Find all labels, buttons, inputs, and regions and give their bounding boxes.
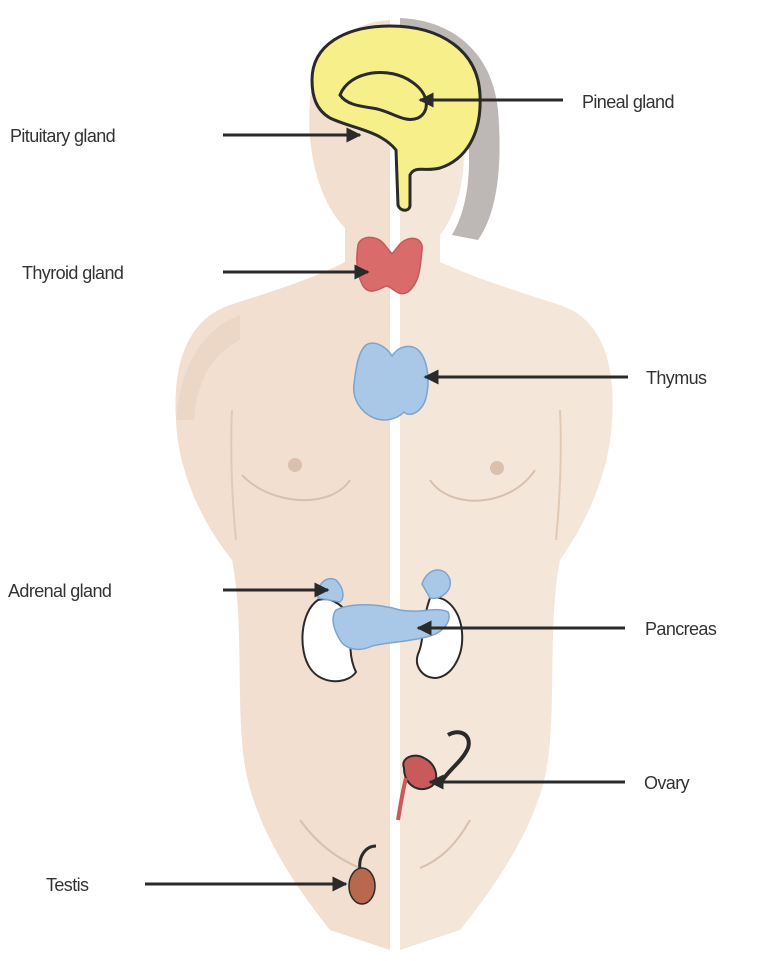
- nipple-left: [288, 458, 302, 472]
- label-pancreas: Pancreas: [645, 619, 717, 639]
- label-adrenal: Adrenal gland: [8, 581, 111, 601]
- label-thyroid: Thyroid gland: [22, 263, 123, 283]
- label-pineal: Pineal gland: [582, 92, 674, 112]
- label-ovary: Ovary: [644, 773, 690, 793]
- label-testis: Testis: [46, 875, 89, 895]
- body-left-half: [175, 20, 390, 950]
- nipple-right: [490, 461, 504, 475]
- testis: [349, 868, 375, 904]
- body-silhouette: [175, 18, 612, 956]
- label-pituitary: Pituitary gland: [10, 126, 115, 146]
- thymus: [354, 343, 428, 420]
- label-thymus: Thymus: [646, 368, 707, 388]
